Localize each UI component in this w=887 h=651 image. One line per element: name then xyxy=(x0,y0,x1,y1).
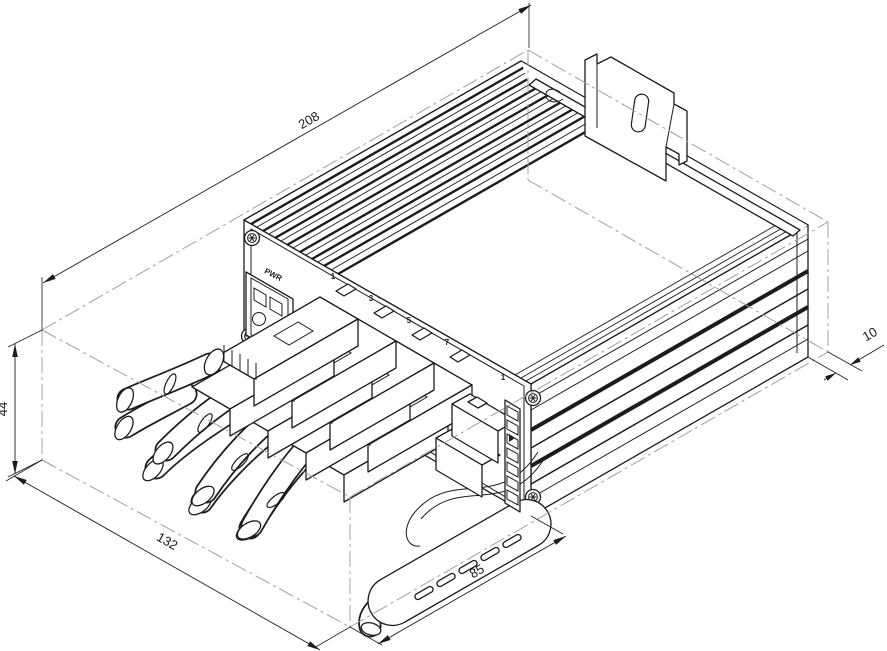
rj45-connector-1 xyxy=(203,283,359,407)
side-fins xyxy=(530,232,809,499)
dimension-height-value: 44 xyxy=(0,402,10,416)
port-labels: 1 3 5 7 1 xyxy=(331,272,506,382)
dimension-depth-value: 132 xyxy=(154,529,180,553)
aux-connector xyxy=(451,393,517,464)
port-label-5: 5 xyxy=(407,316,412,325)
port-label-7: 7 xyxy=(445,338,450,347)
dip-triangle-marker xyxy=(509,434,515,442)
dimension-bracket-offset-value: 10 xyxy=(860,324,880,344)
port-label-1: 1 xyxy=(331,272,336,281)
bracket-slot xyxy=(630,93,650,133)
aux-connector-lower xyxy=(435,427,501,498)
boot-vent-slots xyxy=(414,533,522,601)
panel-screw xyxy=(524,389,542,407)
cable-1 xyxy=(115,352,222,413)
dimension-front-value: 85 xyxy=(467,561,487,581)
bounding-frame xyxy=(41,49,829,628)
cooling-fins xyxy=(250,63,804,382)
mounting-bracket xyxy=(584,53,688,182)
cable-paddle-boot xyxy=(358,498,552,638)
panel-screw xyxy=(243,229,261,247)
top-back-edge xyxy=(243,60,809,226)
dimension-front-section: 85 xyxy=(349,515,567,646)
connector-cluster xyxy=(114,283,473,541)
dimension-height: 44 xyxy=(0,329,43,478)
dimension-depth: 132 xyxy=(5,459,351,651)
strip-tongue xyxy=(545,88,564,103)
dimension-length-value: 208 xyxy=(296,108,322,132)
port-label-3: 3 xyxy=(369,294,374,303)
cable-lower-1 xyxy=(114,382,198,441)
dimension-bracket-offset: 10 xyxy=(807,324,885,381)
dip-switch-column xyxy=(504,399,521,513)
aux-port-label: 1 xyxy=(501,373,506,382)
dimension-length: 208 xyxy=(41,3,532,330)
aux-connector-area xyxy=(405,393,545,547)
